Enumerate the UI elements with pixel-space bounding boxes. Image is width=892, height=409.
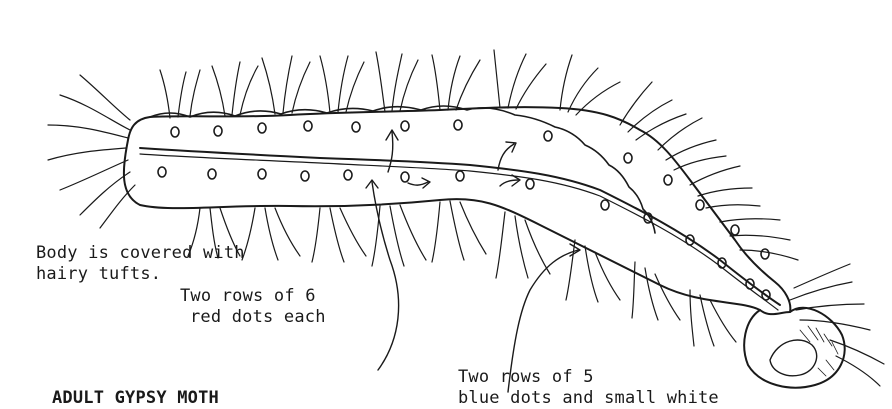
hairy-tufts <box>48 50 884 386</box>
red-dots-label-line2: red dots each <box>190 307 326 327</box>
blue-dots-label-line2: blue dots and small white <box>458 388 719 408</box>
adult-moth-caption: ADULT GYPSY MOTH <box>52 388 219 408</box>
head-shading <box>800 326 838 376</box>
red-dots-label-line1: Two rows of 6 <box>180 286 316 306</box>
body-tufts-label-line1: Body is covered with <box>36 243 245 263</box>
head-marking <box>770 340 817 376</box>
body-tufts-label-line2: hairy tufts. <box>36 264 161 284</box>
red-dots-arrow <box>372 182 399 370</box>
red-dots-arrow-chain <box>408 182 428 185</box>
annotation-arrows <box>366 130 580 392</box>
blue-dots-arrow-2 <box>498 144 514 170</box>
body-segment-bumps <box>150 106 655 233</box>
blue-dots-label-line1: Two rows of 5 <box>458 367 594 387</box>
caterpillar-body-outline <box>124 107 790 314</box>
